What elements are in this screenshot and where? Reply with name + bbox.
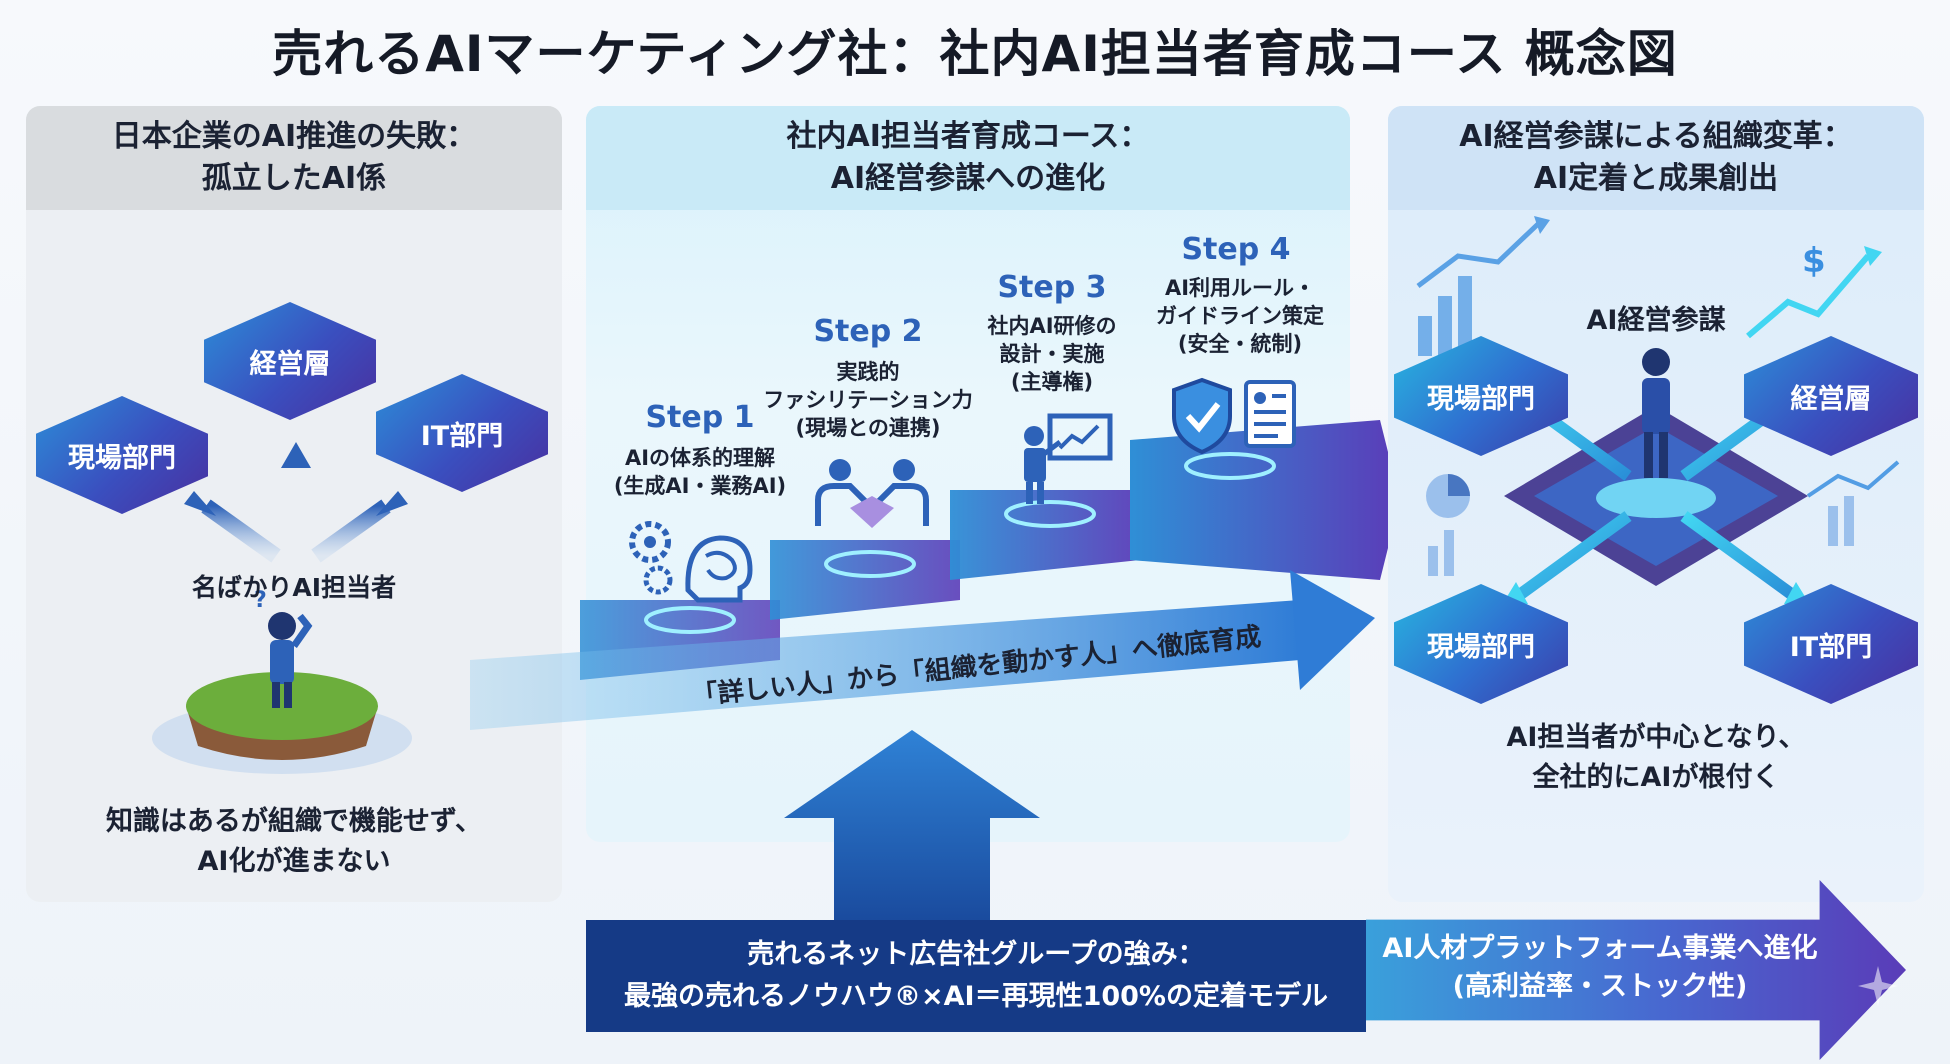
right-caption-line2: 全社的にAIが根付く [1532, 762, 1780, 793]
page-title: 売れるAIマーケティング社：社内AI担当者育成コース 概念図 [272, 25, 1678, 83]
step1-desc-line2: (生成AI・業務AI) [613, 474, 787, 498]
left-heading-line2: 孤立したAI係 [201, 161, 387, 196]
node-field-label: 現場部門 [68, 442, 176, 474]
right-panel-heading: AI経営参謀による組織変革： AI定着と成果創出 [1388, 106, 1924, 210]
evolution-text: AI人材プラットフォーム事業へ進化 (高利益率・ストック性) [1380, 930, 1820, 1006]
hub-platform [1596, 478, 1716, 518]
left-arrows [152, 442, 412, 774]
step1-desc: AIの体系的理解 (生成AI・業務AI) [580, 444, 820, 500]
step3-desc-line3: (主導権) [1010, 370, 1094, 394]
evolution-line1: AI人材プラットフォーム事業へ進化 [1382, 933, 1818, 964]
chart-icon [1416, 216, 1550, 356]
strength-line2: 最強の売れるノウハウ®×AI＝再現性100%の定着モデル [624, 981, 1328, 1012]
middle-panel-heading: 社内AI担当者育成コース： AI経営参謀への進化 [586, 106, 1350, 210]
step2-desc-line2: ファシリテーション力 [763, 388, 973, 412]
left-panel-heading: 日本企業のAI推進の失敗： 孤立したAI係 [26, 106, 562, 210]
right-node-it-label: IT部門 [1789, 631, 1873, 663]
strength-box: 売れるネット広告社グループの強み： 最強の売れるノウハウ®×AI＝再現性100%… [586, 920, 1366, 1032]
right-node-field-top-label: 現場部門 [1427, 383, 1535, 415]
confused-person-icon [268, 612, 313, 708]
pie-chart-icon [1426, 474, 1470, 576]
right-center-label: AI経営参謀 [1586, 305, 1726, 336]
node-it-label: IT部門 [420, 420, 504, 452]
step4-desc-line2: ガイドライン策定 [1156, 304, 1324, 328]
left-heading-line1: 日本企業のAI推進の失敗： [111, 119, 477, 154]
node-management-label: 経営層 [249, 348, 331, 380]
person-label: 名ばかりAI担当者 [191, 573, 397, 602]
advisor-person-icon [1642, 348, 1670, 478]
step3-desc-line2: 設計・実施 [999, 342, 1105, 366]
right-caption: AI担当者が中心となり、 全社的にAIが根付く [1388, 718, 1924, 798]
right-heading-line2: AI定着と成果創出 [1533, 161, 1779, 196]
svg-text:$: $ [1802, 241, 1826, 281]
right-heading-line1: AI経営参謀による組織変革： [1459, 119, 1853, 154]
right-caption-line1: AI担当者が中心となり、 [1506, 722, 1806, 753]
dollar-icon: $ [1746, 241, 1882, 339]
middle-heading-line1: 社内AI担当者育成コース： [786, 119, 1150, 154]
left-caption-line2: AI化が進まない [197, 846, 391, 877]
right-network: $ [1416, 216, 1900, 608]
arrow-to-management [281, 442, 311, 546]
island-icon [152, 672, 412, 774]
step4-desc-line1: AI利用ルール・ [1164, 276, 1316, 300]
step2-desc-line1: 実践的 [836, 360, 900, 384]
step3-desc-line1: 社内AI研修の [987, 314, 1117, 338]
right-node-management-label: 経営層 [1790, 383, 1872, 415]
question-mark: ? [254, 588, 267, 613]
step1-title: Step 1 [645, 400, 755, 435]
arrow-to-field [184, 491, 281, 563]
evolution-line2: (高利益率・ストック性) [1452, 971, 1748, 1002]
step2-desc: 実践的 ファシリテーション力 (現場との連携) [738, 358, 998, 442]
arrow-to-it [311, 491, 408, 563]
step2-title: Step 2 [813, 314, 923, 349]
step2-desc-line3: (現場との連携) [795, 416, 941, 440]
left-panel: 日本企業のAI推進の失敗： 孤立したAI係 [26, 106, 562, 902]
right-panel: AI経営参謀による組織変革： AI定着と成果創出 [1388, 106, 1924, 902]
step3-title: Step 3 [997, 270, 1107, 305]
middle-heading-line2: AI経営参謀への進化 [830, 161, 1106, 196]
step1-desc-line1: AIの体系的理解 [624, 446, 776, 470]
step3-desc: 社内AI研修の 設計・実施 (主導権) [942, 312, 1162, 396]
line-chart-icon [1806, 460, 1900, 546]
step4-desc-line3: (安全・統制) [1177, 332, 1303, 356]
step4-desc: AI利用ルール・ ガイドライン策定 (安全・統制) [1120, 274, 1360, 358]
strength-line1: 売れるネット広告社グループの強み： [747, 939, 1205, 970]
right-node-field-bottom-label: 現場部門 [1427, 631, 1535, 663]
left-caption: 知識はあるが組織で機能せず、 AI化が進まない [26, 802, 562, 882]
left-caption-line1: 知識はあるが組織で機能せず、 [105, 806, 483, 837]
step4-title: Step 4 [1181, 232, 1291, 267]
